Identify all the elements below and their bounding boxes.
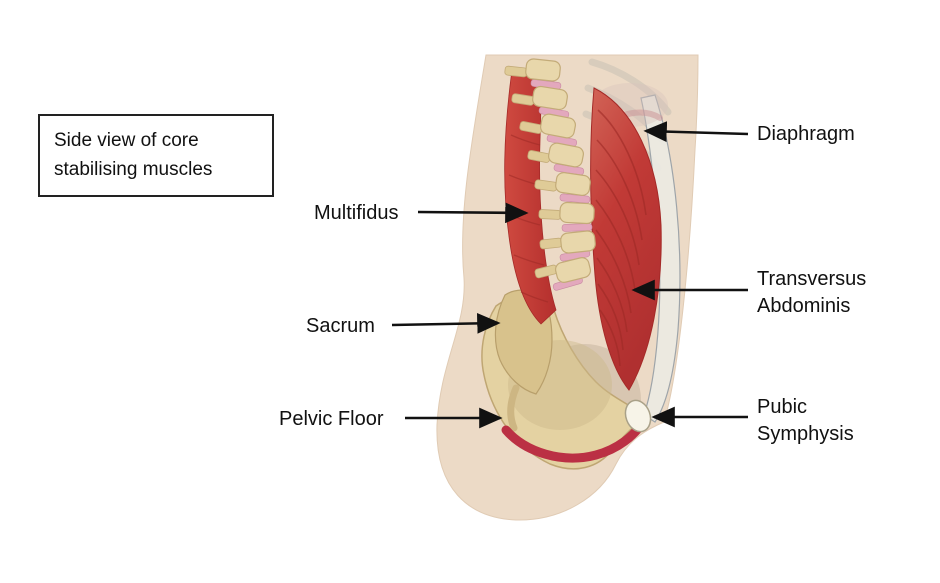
- label-transversus-abdominis: Transversus Abdominis: [757, 266, 866, 320]
- title-line-1: Side view of core: [54, 130, 199, 151]
- spine: [525, 58, 596, 291]
- label-transversus-line-2: Abdominis: [757, 295, 851, 317]
- coccyx: [507, 384, 520, 432]
- label-multifidus: Multifidus: [314, 202, 399, 224]
- label-sacrum: Sacrum: [306, 315, 375, 337]
- arrow-sacrum: [391, 312, 501, 334]
- arrow-multifidus: [417, 202, 529, 224]
- label-pubic-line-2: Symphysis: [757, 423, 854, 445]
- label-pubic-line-1: Pubic: [757, 396, 808, 418]
- arrow-diaphragm: [643, 121, 749, 143]
- title-box: Side view of core stabilising muscles: [38, 114, 274, 197]
- title-line-2: stabilising muscles: [54, 158, 213, 180]
- transversus-abdominis-muscle: [590, 87, 662, 391]
- label-pubic-symphysis: Pubic Symphysis: [757, 394, 854, 448]
- label-diaphragm: Diaphragm: [757, 123, 855, 145]
- pubic-symphysis: [624, 399, 652, 433]
- pelvic-floor-muscle: [501, 416, 649, 463]
- label-transversus-line-1: Transversus: [757, 268, 867, 290]
- label-pelvic-floor: Pelvic Floor: [279, 408, 384, 430]
